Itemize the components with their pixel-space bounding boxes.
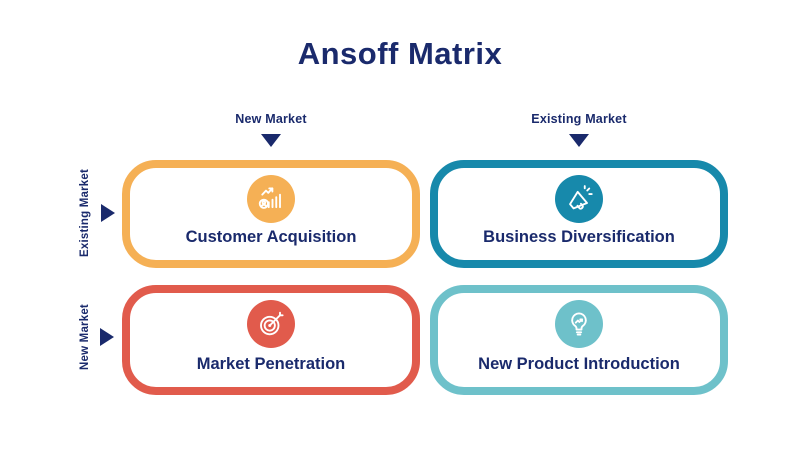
column-header-label: New Market: [235, 112, 307, 126]
lightbulb-arrow-icon: [571, 312, 587, 336]
icon-circle: [555, 175, 603, 223]
page-title: Ansoff Matrix: [297, 36, 503, 71]
column-header-existing-market: Existing Market: [430, 110, 728, 147]
cell-label: Business Diversification: [483, 228, 675, 246]
megaphone-icon: [569, 185, 593, 210]
matrix-cell-business-diversification: Business Diversification: [430, 160, 728, 268]
matrix-cell-customer-acquisition: Customer Acquisition: [122, 160, 420, 268]
row-header-new-market: New Market: [77, 277, 93, 397]
icon-circle: [555, 300, 603, 348]
column-header-new-market: New Market: [122, 110, 420, 147]
cell-label: Market Penetration: [196, 355, 346, 373]
triangle-right-icon: [100, 328, 114, 346]
triangle-down-icon: [569, 134, 589, 147]
matrix-cell-market-penetration: Market Penetration: [122, 285, 420, 395]
icon-circle: [247, 175, 295, 223]
row-header-existing-market: Existing Market: [77, 153, 93, 273]
target-dart-icon: [260, 311, 284, 336]
cell-label: Customer Acquisition: [185, 228, 357, 246]
row-header-label: New Market: [79, 304, 91, 370]
triangle-down-icon: [261, 134, 281, 147]
column-header-label: Existing Market: [531, 112, 627, 126]
cell-label: New Product Introduction: [478, 355, 680, 373]
row-header-label: Existing Market: [79, 169, 91, 257]
growth-chart-user-icon: [258, 187, 281, 209]
triangle-right-icon: [101, 204, 115, 222]
matrix-cell-new-product-introduction: New Product Introduction: [430, 285, 728, 395]
icon-circle: [247, 300, 295, 348]
